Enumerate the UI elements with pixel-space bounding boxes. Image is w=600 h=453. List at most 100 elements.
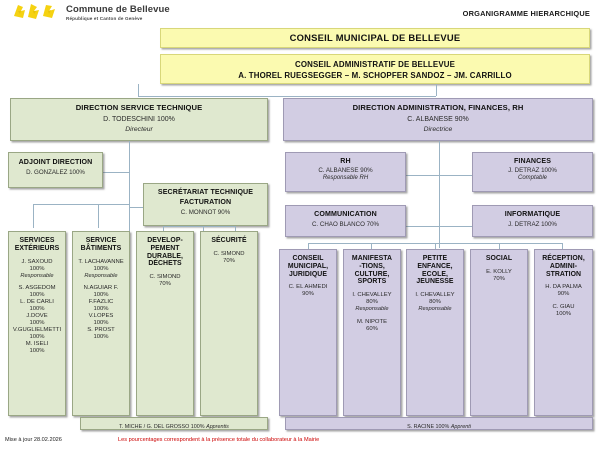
connector-line — [138, 96, 436, 97]
conseil-administratif-title: CONSEIL ADMINISTRATIF DE BELLEVUE — [295, 59, 455, 69]
connector-line — [439, 226, 472, 227]
purple-column-3-title-line: ENFANCE, — [417, 262, 453, 270]
apprentices-left-names: T. MICHE / G. DEL GROSSO 100% — [119, 423, 207, 430]
direction-technique-role: Directeur — [125, 125, 153, 133]
adjoint-direction-title: ADJOINT DIRECTION — [18, 158, 93, 166]
purple-column-5-lead: H. DA PALMA — [545, 284, 582, 291]
communication-name: C. CHAO BLANCO 70% — [311, 221, 380, 229]
apprentices-right-label: Apprenti — [450, 423, 471, 430]
connector-line — [103, 172, 130, 173]
green-column-2-lead-role: Responsable — [84, 272, 118, 279]
connector-line — [406, 175, 439, 176]
green-column-1-lead: J. SAXOUD — [21, 258, 53, 265]
connector-line — [129, 141, 130, 248]
apprentices-right-names: S. RACINE 100% — [407, 423, 451, 430]
green-column-2-title-line: SERVICE — [85, 237, 117, 244]
purple-column-2-box: MANIFESTA-TIONS,CULTURE,SPORTS I. CHEVALL… — [343, 249, 401, 416]
green-column-2-staff: 100% — [93, 292, 109, 299]
finances-name: J. DETRAZ 100% — [508, 167, 557, 175]
purple-column-3-title-line: JEUNESSE — [416, 278, 454, 286]
green-column-2-staff: N.AGUIAR F. — [83, 285, 119, 292]
green-column-2-staff: 100% — [93, 306, 109, 313]
green-column-4-lead: 70% — [223, 257, 235, 264]
direction-service-technique-box: DIRECTION SERVICE TECHNIQUE D. TODESCHIN… — [10, 98, 268, 141]
green-column-2-staff: 100% — [93, 334, 109, 341]
update-date: Mise à jour 28.02.2026 — [5, 437, 62, 443]
page-title: ORGANIGRAMME HIERARCHIQUE — [462, 9, 590, 18]
connector-line — [163, 226, 235, 227]
green-column-2-staff: S. PROST — [87, 327, 115, 334]
purple-column-2-title-line: CULTURE, — [354, 270, 390, 278]
purple-column-2-lead: I. CHEVALLEY — [352, 292, 392, 299]
green-column-4-title-line: SÉCURITÉ — [211, 237, 247, 244]
green-column-2-staff: F.FAZLIC — [88, 299, 114, 306]
purple-column-2-title-line: SPORTS — [357, 278, 387, 286]
green-column-1-staff: 100% — [29, 334, 45, 341]
bellevue-crest-icon — [12, 2, 62, 24]
purple-column-1-lead: 90% — [302, 291, 314, 298]
purple-column-5-staff: C. GIAU — [552, 304, 575, 311]
connector-line — [235, 226, 236, 231]
connector-line — [435, 243, 436, 249]
connector-line — [499, 243, 500, 249]
apprentices-right-strip: S. RACINE 100% Apprenti — [285, 417, 593, 430]
connector-line — [129, 207, 143, 208]
green-column-3-title-line: DÉCHETS — [148, 260, 182, 268]
green-column-1-staff: M. ISELI — [25, 341, 49, 347]
finances-role: Comptable — [517, 175, 547, 182]
green-column-4-lead: C. SIMOND — [213, 250, 245, 257]
green-column-2-lead: 100% — [93, 265, 109, 272]
green-column-1-staff: 100% — [29, 292, 45, 299]
green-column-1-title-line: SERVICES — [19, 237, 55, 244]
purple-column-1-title-line: MUNICIPAL, — [287, 262, 329, 270]
purple-column-2-lead-role: Responsable — [355, 306, 389, 313]
direction-admin-role: Directrice — [423, 125, 453, 133]
percentage-note: Les pourcentages correspondent à la prés… — [118, 437, 320, 443]
brand-name: Commune de Bellevue — [66, 4, 170, 15]
finances-title: FINANCES — [513, 157, 552, 165]
direction-admin-title: DIRECTION ADMINISTRATION, FINANCES, RH — [352, 103, 524, 112]
purple-column-2-lead: 80% — [366, 299, 378, 306]
conseil-administratif-names: A. THOREL RUEGSEGGER – M. SCHOPFER SANDO… — [238, 70, 512, 80]
purple-column-2-staff: M. NIPOTE — [356, 318, 388, 325]
green-column-2-lead: T. LACHAVANNE — [78, 258, 124, 265]
green-column-2-staff: V.LOPES — [88, 313, 114, 320]
purple-column-3-lead-role: Responsable — [418, 306, 452, 313]
connector-line — [308, 243, 309, 249]
purple-column-3-title-line: ECOLE, — [422, 270, 448, 278]
rh-name: C. ALBANESE 90% — [318, 167, 373, 175]
purple-column-5-title-line: RÉCEPTION, — [542, 255, 585, 262]
informatique-box: INFORMATIQUE J. DETRAZ 100% — [472, 205, 593, 237]
purple-column-2-title-line: MANIFESTA — [351, 255, 393, 262]
green-column-1-title-line: EXTÉRIEURS — [14, 244, 60, 252]
direction-technique-name: D. TODESCHINI 100% — [103, 115, 175, 123]
adjoint-direction-name: D. GONZALEZ 100% — [26, 169, 85, 177]
purple-column-5-title-line: STRATION — [545, 270, 582, 278]
green-column-2-staff: 100% — [93, 320, 109, 327]
rh-role: Responsable RH — [322, 175, 369, 182]
purple-column-2-title-line: -TIONS, — [359, 262, 385, 270]
secretariat-name: C. MONNOT 90% — [180, 209, 231, 217]
purple-column-3-title-line: PETITE — [422, 255, 448, 262]
connector-line — [562, 243, 563, 249]
finances-box: FINANCES J. DETRAZ 100% Comptable — [472, 152, 593, 192]
connector-line — [98, 204, 99, 228]
purple-column-4-lead: 70% — [493, 275, 505, 282]
green-column-1-staff: L. DE CARLI — [20, 299, 54, 306]
purple-column-1-lead: C. EL AHMEDI — [288, 284, 328, 291]
green-column-1-lead: 100% — [29, 265, 45, 272]
connector-line — [163, 226, 164, 231]
connector-line — [371, 243, 372, 249]
conseil-municipal-banner: CONSEIL MUNICIPAL DE BELLEVUE — [160, 28, 590, 48]
green-column-1-staff: J.DOVE — [26, 313, 48, 320]
conseil-municipal-title: CONSEIL MUNICIPAL DE BELLEVUE — [289, 31, 461, 43]
connector-line — [203, 226, 204, 231]
purple-column-5-staff: 100% — [555, 311, 572, 318]
